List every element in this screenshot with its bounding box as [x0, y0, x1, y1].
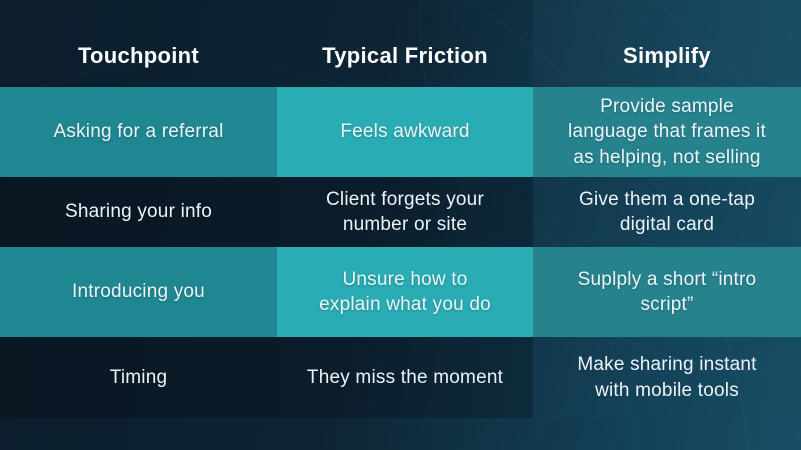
header-simplify: Simplify	[533, 0, 801, 87]
cell-touchpoint: Asking for a referral	[0, 87, 277, 177]
table-header-row: Touchpoint Typical Friction Simplify	[0, 0, 801, 87]
cell-friction: Unsure how to explain what you do	[277, 247, 533, 337]
cell-simplify: Provide sample language that frames it a…	[533, 87, 801, 177]
table-row: Sharing your info Client forgets your nu…	[0, 177, 801, 247]
cell-simplify: Give them a one-tap digital card	[533, 177, 801, 247]
cell-friction: Client forgets your number or site	[277, 177, 533, 247]
header-typical-friction: Typical Friction	[322, 42, 488, 68]
cell-simplify: Suplply a short “intro script”	[533, 247, 801, 337]
table-row: Timing They miss the moment Make sharing…	[0, 337, 801, 418]
cell-friction: Feels awkward	[277, 87, 533, 177]
cell-touchpoint: Introducing you	[0, 247, 277, 337]
cell-friction: They miss the moment	[277, 337, 533, 418]
table-row: Introducing you Unsure how to explain wh…	[0, 247, 801, 337]
comparison-table: Touchpoint Typical Friction Simplify Ask…	[0, 0, 801, 418]
cell-touchpoint: Timing	[0, 337, 277, 418]
table-row: Asking for a referral Feels awkward Prov…	[0, 87, 801, 177]
cell-simplify: Make sharing instant with mobile tools	[533, 337, 801, 418]
cell-touchpoint: Sharing your info	[0, 177, 277, 247]
header-touchpoint: Touchpoint	[77, 42, 200, 68]
